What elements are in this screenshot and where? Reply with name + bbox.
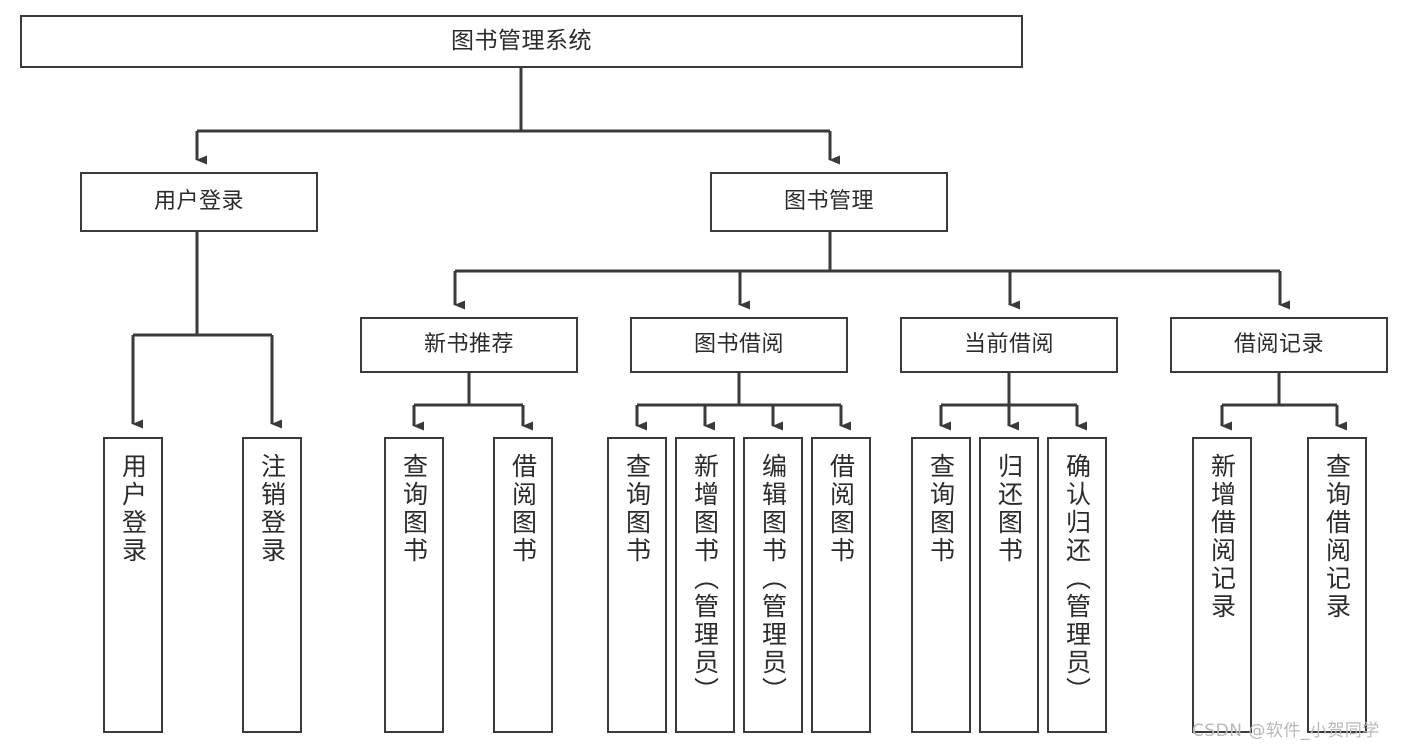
leaf-current-query-book[interactable]: 查询图书 xyxy=(911,437,971,733)
node-label: 确认归还（管理员） xyxy=(1062,453,1092,705)
csdn-watermark: CSDN @软件_小贺同学 xyxy=(1192,721,1380,741)
node-label: 注销登录 xyxy=(257,453,287,565)
node-label: 编辑图书（管理员） xyxy=(758,453,788,705)
node-label: 新书推荐 xyxy=(423,331,514,357)
node-new-book-recommend[interactable]: 新书推荐 xyxy=(360,317,578,373)
leaf-user-login-login[interactable]: 用户登录 xyxy=(103,437,163,733)
leaf-borrow-edit-book-admin[interactable]: 编辑图书（管理员） xyxy=(743,437,803,733)
node-label: 用户登录 xyxy=(118,453,148,565)
node-root-book-management-system[interactable]: 图书管理系统 xyxy=(20,15,1023,68)
leaf-recommend-query-book[interactable]: 查询图书 xyxy=(384,437,444,733)
leaf-recommend-borrow-book[interactable]: 借阅图书 xyxy=(493,437,553,733)
node-label: 归还图书 xyxy=(994,453,1024,565)
node-label: 图书管理 xyxy=(783,188,874,214)
node-borrow-record[interactable]: 借阅记录 xyxy=(1170,317,1388,373)
node-label: 借阅图书 xyxy=(826,453,856,565)
node-label: 查询借阅记录 xyxy=(1322,453,1352,621)
leaf-current-confirm-return-admin[interactable]: 确认归还（管理员） xyxy=(1047,437,1107,733)
leaf-record-query-borrow-record[interactable]: 查询借阅记录 xyxy=(1307,437,1367,733)
node-book-management[interactable]: 图书管理 xyxy=(710,172,948,232)
leaf-borrow-borrow-book[interactable]: 借阅图书 xyxy=(811,437,871,733)
node-label: 查询图书 xyxy=(399,453,429,565)
node-label: 查询图书 xyxy=(926,453,956,565)
node-book-borrow[interactable]: 图书借阅 xyxy=(630,317,848,373)
node-label: 当前借阅 xyxy=(963,331,1054,357)
leaf-borrow-query-book[interactable]: 查询图书 xyxy=(607,437,667,733)
node-label: 图书管理系统 xyxy=(451,27,592,54)
leaf-current-return-book[interactable]: 归还图书 xyxy=(979,437,1039,733)
node-label: 用户登录 xyxy=(153,188,244,214)
node-label: 借阅图书 xyxy=(508,453,538,565)
node-label: 借阅记录 xyxy=(1233,331,1324,357)
node-current-borrow[interactable]: 当前借阅 xyxy=(900,317,1118,373)
leaf-user-login-logout[interactable]: 注销登录 xyxy=(242,437,302,733)
leaf-borrow-add-book-admin[interactable]: 新增图书（管理员） xyxy=(675,437,735,733)
leaf-record-add-borrow-record[interactable]: 新增借阅记录 xyxy=(1192,437,1252,733)
node-user-login[interactable]: 用户登录 xyxy=(80,172,318,232)
node-label: 新增图书（管理员） xyxy=(690,453,720,705)
node-label: 新增借阅记录 xyxy=(1207,453,1237,621)
node-label: 查询图书 xyxy=(622,453,652,565)
node-label: 图书借阅 xyxy=(693,331,784,357)
